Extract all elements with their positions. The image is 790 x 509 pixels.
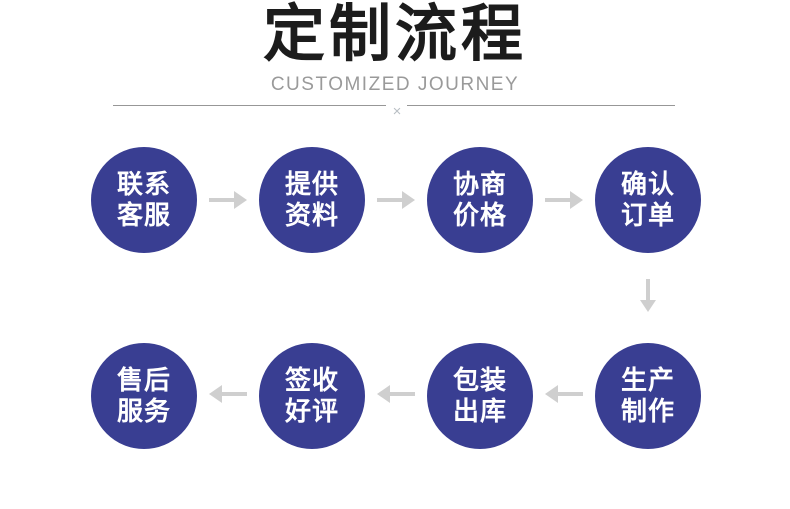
arrow-right-icon [377, 191, 415, 209]
flow-step-label-line2: 订单 [620, 200, 675, 230]
flow-step-sign-and-review: 签收 好评 [259, 343, 365, 449]
arrow-left-icon [377, 385, 415, 403]
flow-step-label-line2: 服务 [116, 396, 171, 426]
flow-step-contact-service: 联系 客服 [91, 147, 197, 253]
flow-step-label-line2: 客服 [116, 200, 171, 230]
flow-step-label-line1: 提供 [284, 169, 339, 199]
flow-step-label-line1: 联系 [116, 169, 171, 199]
divider-x-icon: × [392, 103, 402, 120]
flow-step-label-line2: 价格 [452, 200, 507, 230]
flow-step-production: 生产 制作 [595, 343, 701, 449]
flow-step-confirm-order: 确认 订单 [595, 147, 701, 253]
flow-step-label-line2: 好评 [284, 396, 339, 426]
flow-step-label-line2: 制作 [620, 396, 675, 426]
page-subtitle: CUSTOMIZED JOURNEY [270, 74, 520, 95]
divider-line-right [407, 105, 675, 106]
flow-step-after-sales-service: 售后 服务 [91, 343, 197, 449]
flow-step-label-line1: 生产 [620, 365, 675, 395]
arrow-right-icon [209, 191, 247, 209]
flow-step-label-line1: 售后 [116, 365, 171, 395]
flow-step-label-line1: 签收 [284, 365, 339, 395]
flow-step-label-line1: 协商 [452, 169, 507, 199]
arrow-left-icon [545, 385, 583, 403]
flow-step-negotiate-price: 协商 价格 [427, 147, 533, 253]
arrow-right-icon [545, 191, 583, 209]
flow-step-label-line2: 资料 [284, 200, 339, 230]
arrow-down-icon [640, 279, 656, 312]
divider-line-left [113, 105, 386, 106]
arrow-left-icon [209, 385, 247, 403]
flow-step-label-line1: 包装 [452, 365, 507, 395]
flow-step-provide-materials: 提供 资料 [259, 147, 365, 253]
flow-step-pack-and-ship: 包装 出库 [427, 343, 533, 449]
flow-step-label-line1: 确认 [620, 169, 675, 199]
flow-step-label-line2: 出库 [452, 396, 507, 426]
page-title: 定制流程 [262, 0, 527, 69]
